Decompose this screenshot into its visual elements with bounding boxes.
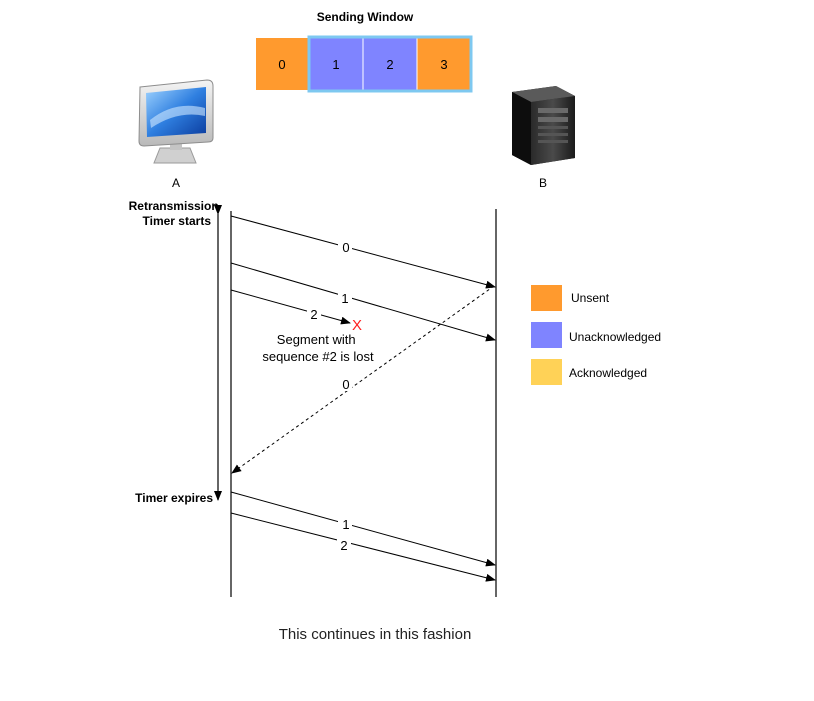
footer-note: This continues in this fashion bbox=[279, 626, 472, 643]
window-cell-2-label: 2 bbox=[386, 57, 393, 72]
legend-label-unsent: Unsent bbox=[571, 291, 610, 305]
timer-start-label: Retransmission Timer starts bbox=[129, 199, 222, 228]
timer-expires-label: Timer expires bbox=[135, 491, 213, 505]
timer-start-line2: Timer starts bbox=[143, 214, 212, 228]
timer-start-line1: Retransmission bbox=[129, 199, 219, 213]
server-icon bbox=[512, 86, 575, 165]
window-cell-3 bbox=[417, 38, 471, 90]
lost-mark-icon: X bbox=[352, 317, 362, 334]
legend-swatch-unsent bbox=[531, 285, 562, 311]
message-1-retransmit-arrow bbox=[230, 491, 496, 567]
sending-window: 0 1 2 3 bbox=[256, 35, 473, 93]
host-b-label: B bbox=[539, 176, 547, 190]
legend-swatch-acknowledged bbox=[531, 359, 562, 385]
window-cell-1 bbox=[309, 38, 363, 90]
legend-label-acknowledged: Acknowledged bbox=[569, 366, 647, 380]
message-2-retransmit-label: 2 bbox=[340, 538, 347, 553]
legend-label-unacknowledged: Unacknowledged bbox=[569, 330, 661, 344]
host-a-label: A bbox=[172, 176, 180, 190]
message-0-label: 0 bbox=[342, 240, 349, 255]
window-cell-3-label: 3 bbox=[440, 57, 447, 72]
lost-note: Segment with sequence #2 is lost bbox=[262, 332, 374, 364]
message-1-retransmit-label: 1 bbox=[342, 517, 349, 532]
window-cell-0 bbox=[256, 38, 309, 90]
ack-0-arrow bbox=[231, 285, 495, 474]
message-2-label: 2 bbox=[310, 307, 317, 322]
lost-note-line1: Segment with bbox=[277, 332, 356, 347]
message-1-label: 1 bbox=[341, 291, 348, 306]
message-1-arrow bbox=[230, 262, 496, 342]
window-title: Sending Window bbox=[317, 10, 414, 24]
computer-icon bbox=[138, 79, 214, 164]
ack-0-label: 0 bbox=[342, 377, 349, 392]
window-cell-0-label: 0 bbox=[278, 57, 285, 72]
legend-swatch-unacknowledged bbox=[531, 322, 562, 348]
message-0-arrow bbox=[230, 215, 496, 289]
lost-note-line2: sequence #2 is lost bbox=[262, 349, 374, 364]
window-cell-2 bbox=[363, 38, 417, 90]
message-2-retransmit-arrow bbox=[230, 512, 496, 582]
window-cell-1-label: 1 bbox=[332, 57, 339, 72]
legend: Unsent Unacknowledged Acknowledged bbox=[531, 285, 661, 385]
message-2-lost-arrow bbox=[230, 289, 351, 325]
window-highlight bbox=[307, 35, 473, 93]
